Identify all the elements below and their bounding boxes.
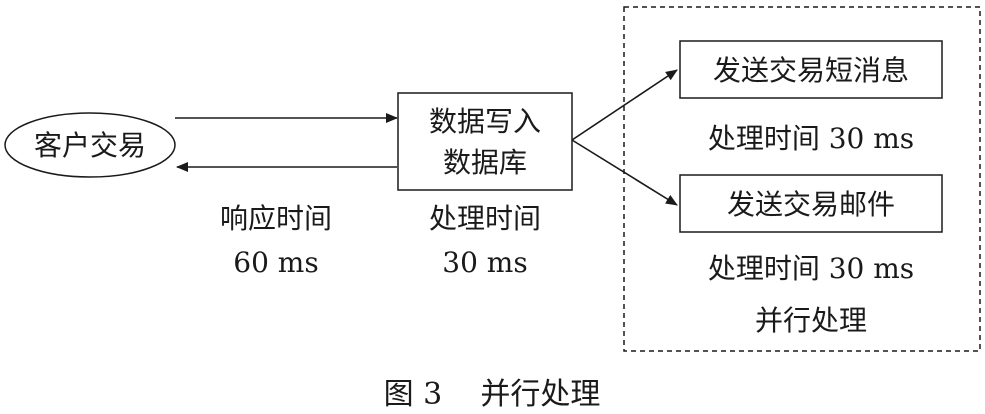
mail-processing-time: 处理时间 30 ms (708, 252, 914, 285)
send-mail-box (679, 174, 943, 233)
parallel-processing-label: 并行处理 (755, 304, 867, 337)
db-write-line2: 数据库 (443, 146, 527, 179)
db-write-box (397, 92, 573, 191)
sms-branch-arrow (571, 69, 678, 141)
send-mail-label: 发送交易邮件 (727, 188, 895, 221)
parallel-region-border (623, 6, 981, 352)
db-write-line1: 数据写入 (429, 105, 541, 138)
db-processing-time-value: 30 ms (442, 246, 527, 279)
client-transaction-node (4, 112, 176, 178)
send-sms-label: 发送交易短消息 (713, 54, 909, 87)
client-transaction-label: 客户交易 (34, 129, 146, 162)
send-sms-box (679, 40, 943, 99)
sms-processing-time: 处理时间 30 ms (708, 122, 914, 155)
figure-caption: 图 3 并行处理 (384, 377, 601, 412)
mail-branch-arrow (571, 139, 678, 206)
response-time-value: 60 ms (233, 246, 318, 279)
db-processing-time-label: 处理时间 (429, 202, 541, 235)
response-time-label: 响应时间 (220, 202, 332, 235)
